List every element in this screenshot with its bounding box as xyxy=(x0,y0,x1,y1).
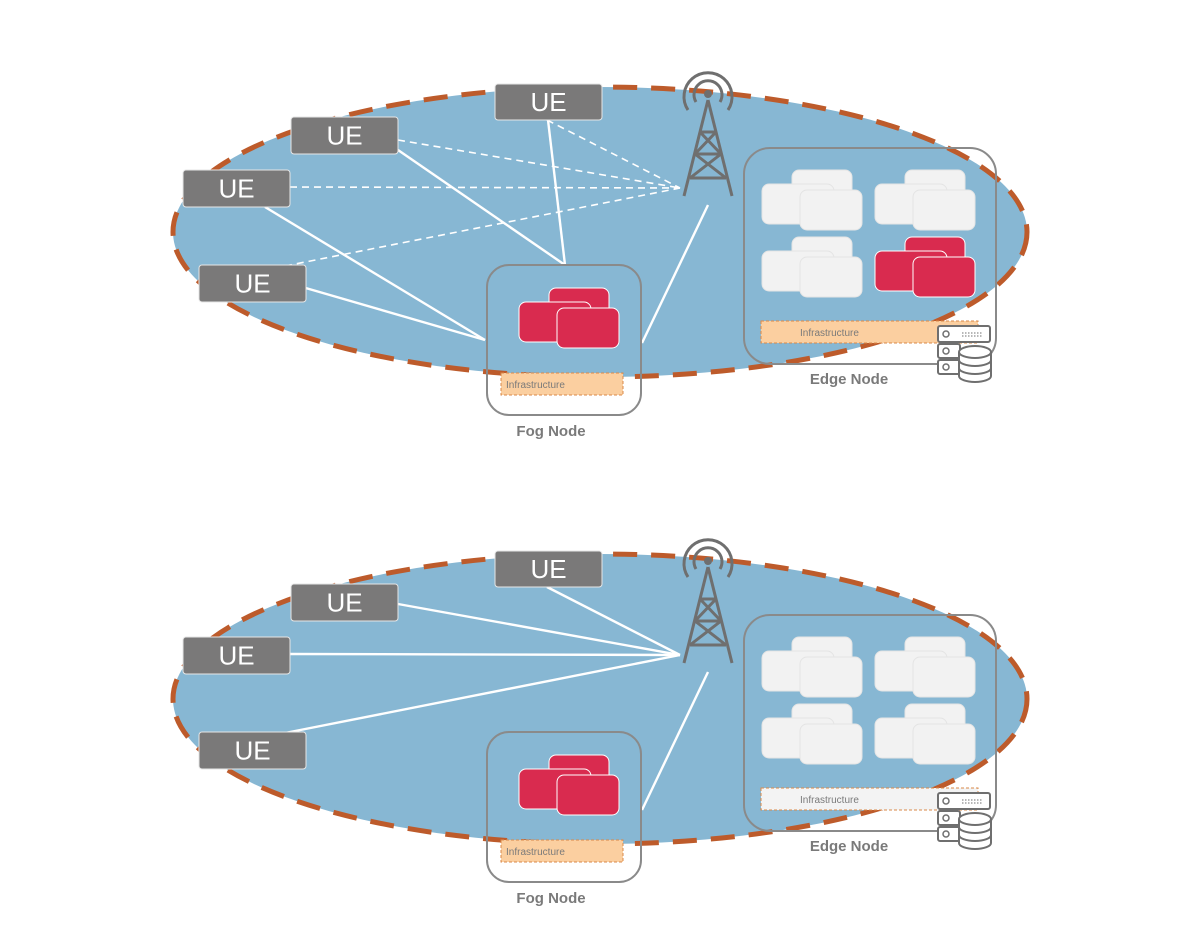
ue-device[interactable]: UE xyxy=(198,731,307,770)
ue-tower-link-dashed xyxy=(546,119,681,189)
ue-fog-link xyxy=(546,119,567,266)
edge-node-label: Edge Node xyxy=(810,838,888,855)
ue-fog-link xyxy=(397,149,566,266)
fog-infrastructure xyxy=(500,372,624,396)
ue-device[interactable]: UE xyxy=(182,636,291,675)
edge-node-label: Edge Node xyxy=(810,371,888,388)
service-stack-icon xyxy=(761,703,863,765)
fog-infrastructure-label: Infrastructure xyxy=(506,847,565,858)
edge-node-frame xyxy=(743,614,997,832)
edge-infrastructure-label: Infrastructure xyxy=(800,795,859,806)
ue-device[interactable]: UE xyxy=(494,83,603,121)
service-stack-icon xyxy=(874,703,976,765)
ue-fog-link xyxy=(264,205,486,342)
service-stack-icon xyxy=(518,287,620,349)
links xyxy=(264,119,710,344)
fog-node-label: Fog Node xyxy=(516,423,585,440)
ue-label: UE xyxy=(218,641,254,671)
fog-infrastructure-label: Infrastructure xyxy=(506,380,565,391)
links xyxy=(284,585,710,811)
ue-label: UE xyxy=(530,87,566,117)
cell-tower-icon xyxy=(682,71,734,197)
service-stack-icon xyxy=(761,636,863,698)
ue-device[interactable]: UE xyxy=(494,550,603,588)
ue-tower-link xyxy=(289,652,681,657)
server-database-icon xyxy=(937,325,992,383)
cell-tower-icon xyxy=(682,538,734,664)
edge-infrastructure-label: Infrastructure xyxy=(800,328,859,339)
fog-node-label: Fog Node xyxy=(516,890,585,907)
fog-node-frame xyxy=(486,731,642,883)
ue-label: UE xyxy=(530,554,566,584)
edge-node-frame xyxy=(743,147,997,365)
service-stack-icon xyxy=(874,236,976,298)
ue-label: UE xyxy=(218,174,254,204)
fog-node-frame xyxy=(486,264,642,416)
ue-device[interactable]: UE xyxy=(182,169,291,208)
server-database-icon xyxy=(937,792,992,850)
ue-fog-link xyxy=(284,280,486,342)
ue-label: UE xyxy=(326,588,362,618)
service-stack-icon xyxy=(874,169,976,231)
service-stack-icon xyxy=(761,236,863,298)
ue-label: UE xyxy=(234,736,270,766)
ue-label: UE xyxy=(326,121,362,151)
ue-tower-link xyxy=(284,653,681,735)
ue-device[interactable]: UE xyxy=(198,264,307,303)
fog-tower-link xyxy=(640,671,710,811)
service-stack-icon xyxy=(518,754,620,816)
ue-device[interactable]: UE xyxy=(290,116,399,155)
ue-tower-link xyxy=(397,602,681,657)
fog-infrastructure xyxy=(500,839,624,863)
ue-device[interactable]: UE xyxy=(290,583,399,622)
service-stack-icon xyxy=(761,169,863,231)
ue-tower-link xyxy=(546,585,681,657)
fog-tower-link xyxy=(640,204,710,344)
service-stack-icon xyxy=(874,636,976,698)
ue-label: UE xyxy=(234,269,270,299)
ue-tower-link-dashed xyxy=(289,186,681,189)
